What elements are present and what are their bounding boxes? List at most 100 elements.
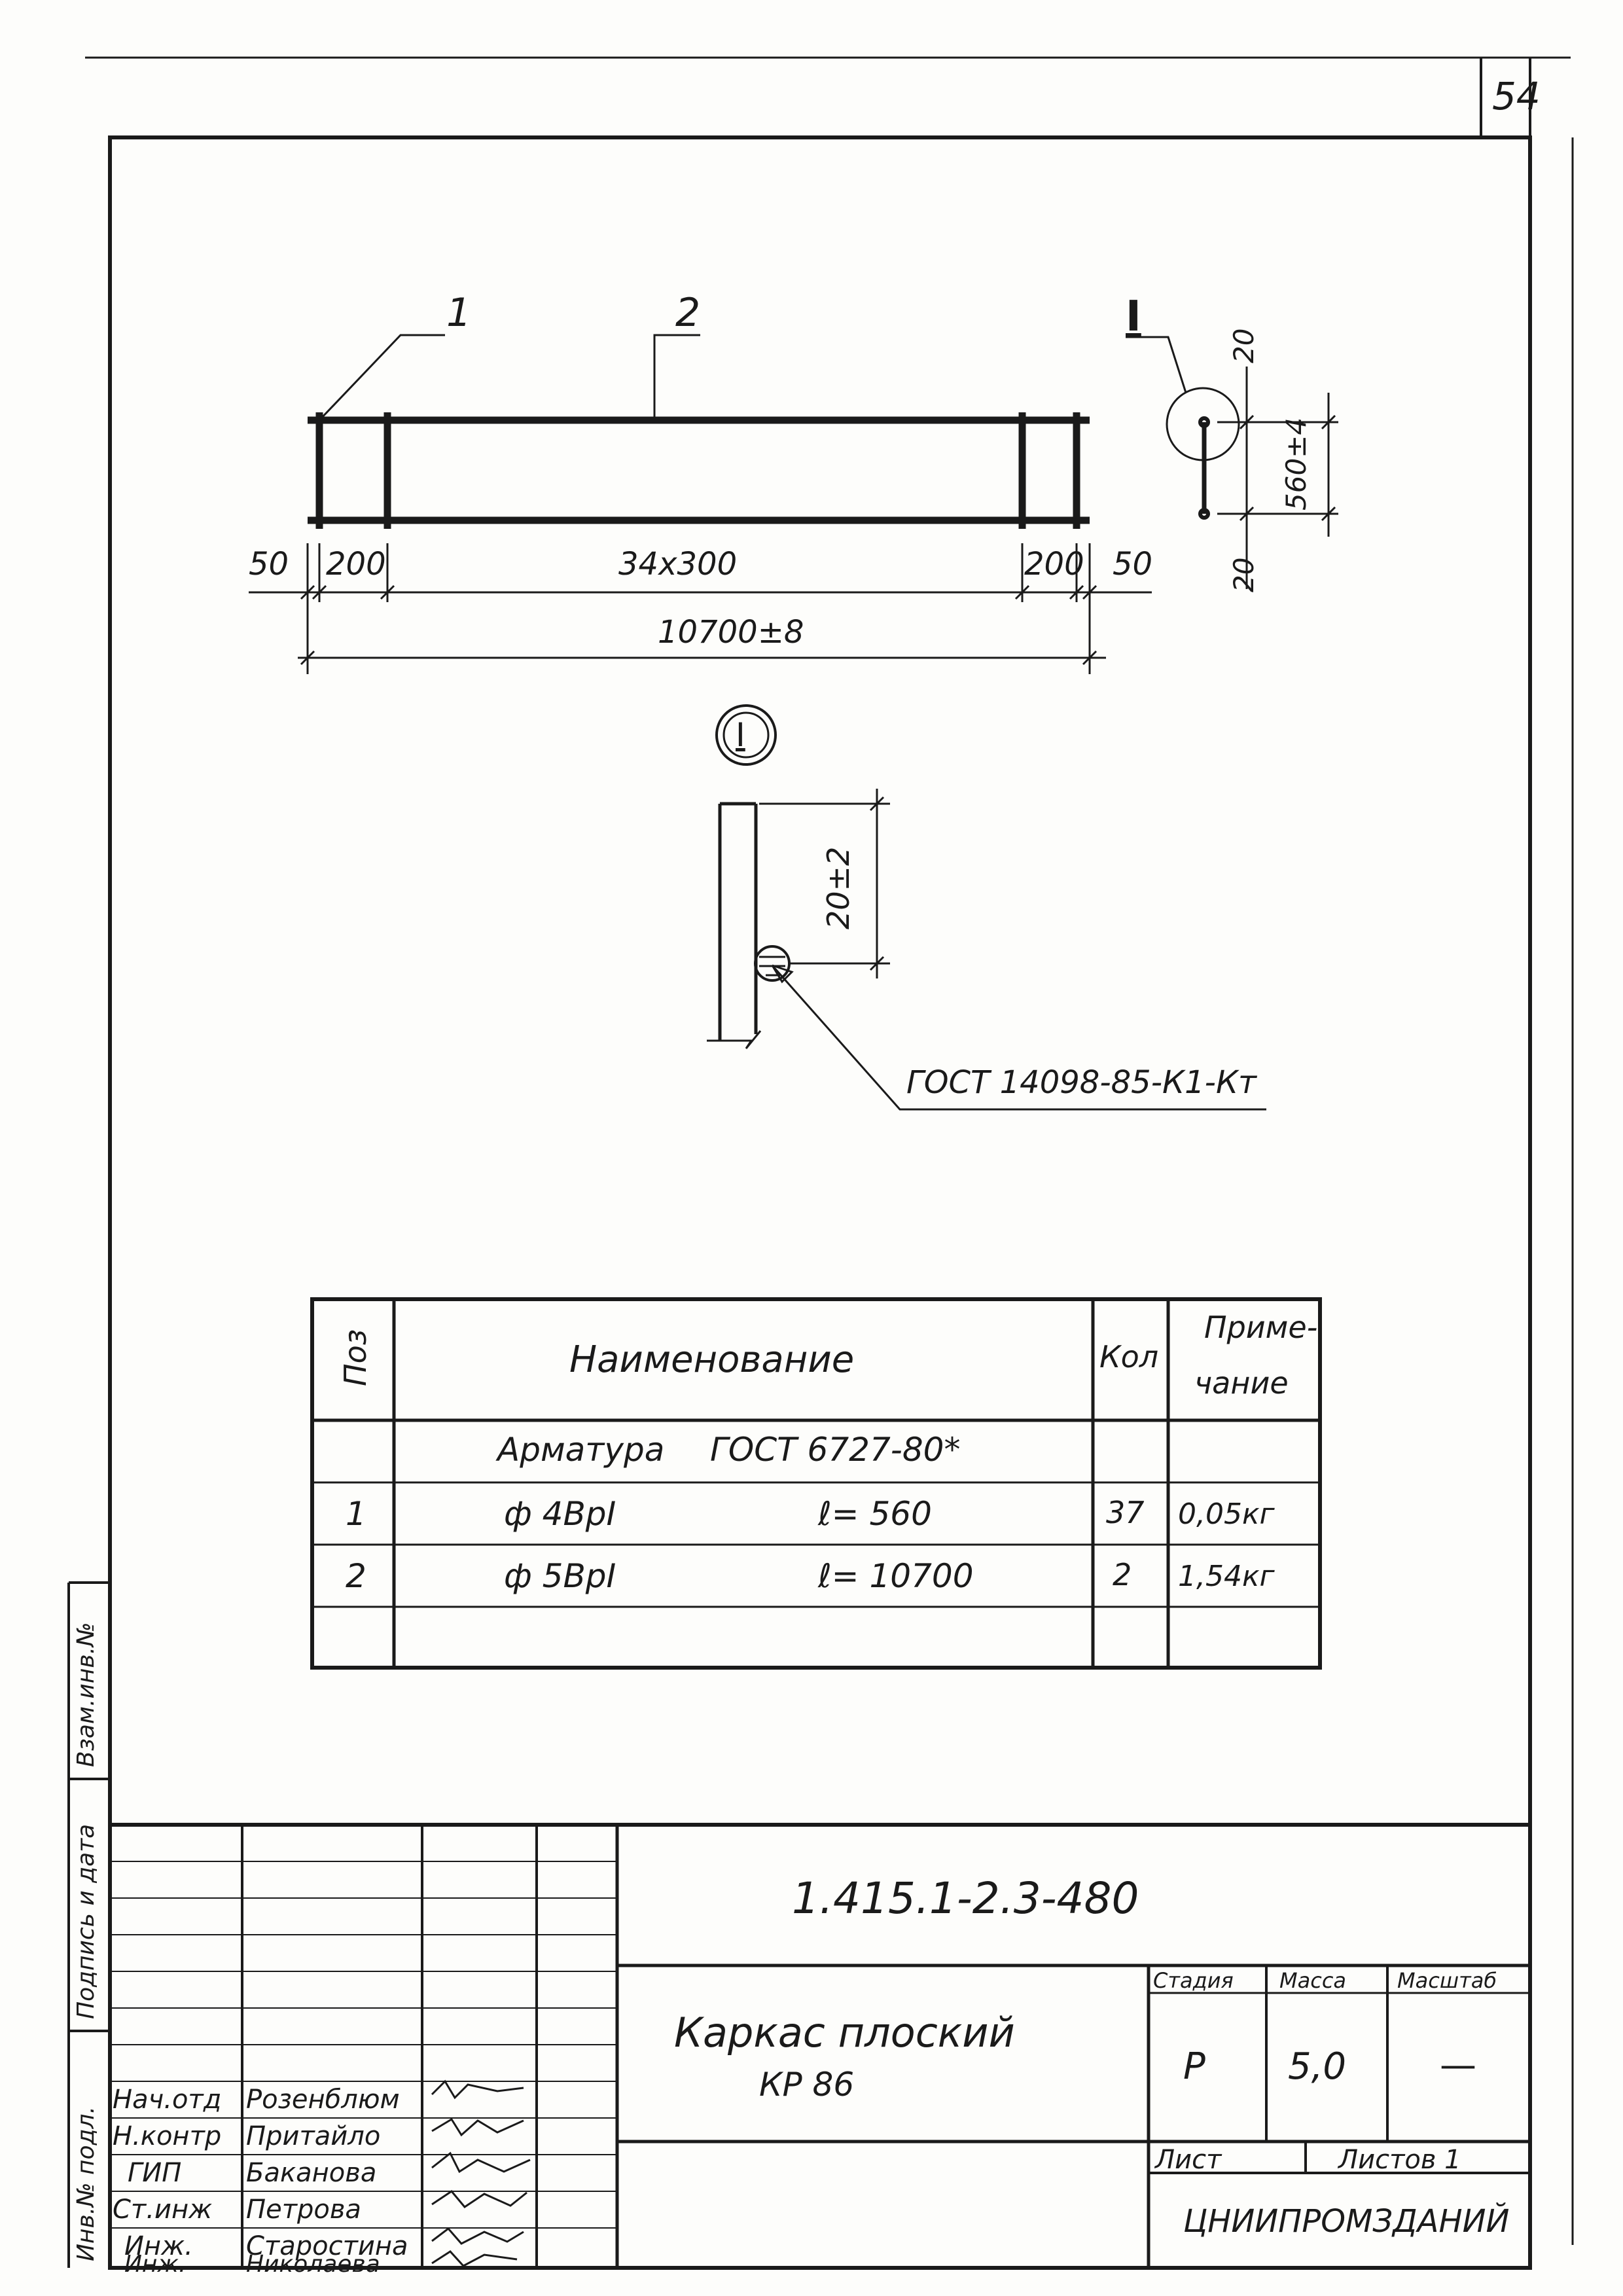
role-4: Ст.инж — [113, 2195, 213, 2225]
detail-label: I — [736, 716, 745, 754]
spec-row-1-length: ℓ= 560 — [818, 1495, 932, 1533]
leader-2 — [653, 334, 700, 420]
signatory-5: Старостина — [246, 2231, 408, 2261]
tick-b — [312, 584, 327, 600]
signatory-4: Петрова — [246, 2195, 361, 2225]
section-tick-1 — [1239, 414, 1255, 430]
spec-header-name: Наименование — [569, 1338, 855, 1381]
signature-1 — [431, 2079, 524, 2100]
side-stamp-original-inv: Инв.№ подл. — [73, 2106, 99, 2261]
detail-dim: 20±2 — [821, 846, 856, 929]
tick-d — [1014, 584, 1030, 600]
detail-view — [707, 704, 1266, 1111]
tick-f — [1082, 584, 1097, 600]
spec-header-pos: Поз — [338, 1329, 373, 1386]
cross-section — [1126, 336, 1338, 589]
section-dim-20-top: 20 — [1228, 328, 1260, 363]
elevation-dimensions — [249, 543, 1152, 674]
spec-group-material: Арматура — [497, 1431, 665, 1469]
signature-3 — [431, 2151, 531, 2174]
detail-break-line — [707, 1030, 762, 1049]
role-6: Инж. — [124, 2251, 187, 2278]
sheet-number: 54 — [1492, 74, 1541, 118]
section-leader — [1126, 336, 1187, 393]
role-5: Инж. — [124, 2231, 193, 2261]
detail-label-circle-outer — [715, 704, 777, 766]
spec-row-2-pos: 2 — [346, 1557, 366, 1595]
section-rod-top — [1198, 416, 1210, 428]
spec-row-1-pos: 1 — [346, 1495, 366, 1533]
spec-header-note-1: Приме- — [1204, 1310, 1318, 1345]
signatory-3: Баканова — [246, 2158, 377, 2188]
leader-1 — [318, 334, 445, 422]
section-callout-label: I — [1126, 293, 1141, 341]
callout-1-label: 1 — [446, 290, 472, 336]
section-dim-20-bottom: 20 — [1228, 557, 1260, 592]
section-tick-3 — [1321, 414, 1336, 430]
weld-leader — [771, 965, 1266, 1111]
frame-elevation — [308, 412, 1090, 529]
tick-e — [1069, 584, 1084, 600]
weld-note: ГОСТ 14098-85-К1-Кт — [906, 1064, 1257, 1101]
role-3: ГИП — [128, 2158, 182, 2188]
stage-label: Стадия — [1153, 1968, 1234, 1993]
signature-5 — [431, 2227, 524, 2245]
tick-h — [1082, 650, 1097, 666]
signatory-1: Розенблюм — [246, 2085, 400, 2115]
section-tick-4 — [1321, 506, 1336, 522]
detail-tick-2 — [869, 956, 885, 971]
title-line-1: Каркас плоский — [674, 2009, 1015, 2056]
spec-row-2-length: ℓ= 10700 — [818, 1557, 974, 1595]
tick-g — [300, 650, 315, 666]
dim-total: 10700±8 — [658, 614, 804, 651]
spec-row-1-note: 0,05кг — [1178, 1498, 1275, 1531]
side-stamp-signature-date: Подпись и дата — [73, 1823, 99, 2019]
title-line-2: КР 86 — [759, 2066, 855, 2104]
signatory-6: Николаева — [246, 2251, 380, 2278]
spec-row-2-name: ф 5ВрI — [504, 1557, 616, 1595]
sheet-label: Лист — [1155, 2145, 1222, 2175]
dim-middle: 34х300 — [618, 546, 738, 583]
weld-leader-arrow — [771, 964, 794, 984]
signature-6 — [431, 2250, 518, 2267]
mass-value: 5,0 — [1288, 2045, 1347, 2088]
signature-2 — [431, 2117, 524, 2137]
spec-row-1-qty: 37 — [1106, 1495, 1145, 1530]
role-1: Нач.отд — [113, 2085, 222, 2115]
spec-row-1-name: ф 4ВрI — [504, 1495, 616, 1533]
spec-group-standard: ГОСТ 6727-80* — [710, 1431, 961, 1469]
organization: ЦНИИПРОМЗДАНИЙ — [1183, 2203, 1510, 2240]
section-dim-560: 560±4 — [1280, 417, 1312, 511]
tick-a — [300, 584, 315, 600]
drawing-frame — [108, 135, 1532, 2270]
detail-tick-1 — [869, 796, 885, 812]
signatures — [431, 2079, 531, 2267]
spec-row-2-note: 1,54кг — [1178, 1560, 1275, 1593]
section-rod-bottom — [1198, 508, 1210, 520]
callout-2-label: 2 — [675, 290, 701, 336]
title-block-grid — [110, 1823, 1530, 2268]
side-stamp-replaced-inv: Взам.инв.№ — [73, 1622, 99, 1767]
sheets-label: Листов 1 — [1338, 2145, 1461, 2175]
dim-50-left: 50 — [249, 546, 289, 583]
scale-label: Масштаб — [1397, 1968, 1497, 1993]
dim-50-right: 50 — [1113, 546, 1153, 583]
scale-value: — — [1440, 2044, 1476, 2087]
signatory-2: Притайло — [246, 2121, 381, 2151]
doc-code: 1.415.1-2.3-480 — [792, 1873, 1139, 1924]
mass-label: Масса — [1279, 1968, 1347, 1993]
signature-4 — [431, 2190, 527, 2208]
spec-row-2-qty: 2 — [1113, 1557, 1132, 1592]
detail-label-circle-inner — [722, 711, 770, 759]
dim-200-left: 200 — [326, 546, 386, 583]
spec-header-qty: Кол — [1099, 1339, 1159, 1374]
spec-table-grid — [310, 1297, 1322, 1670]
section-tick-2 — [1239, 506, 1255, 522]
role-2: Н.контр — [113, 2121, 222, 2151]
spec-header-note-2: чание — [1194, 1365, 1289, 1401]
stage-value: Р — [1183, 2045, 1205, 2088]
tick-c — [380, 584, 395, 600]
dim-200-right: 200 — [1024, 546, 1084, 583]
